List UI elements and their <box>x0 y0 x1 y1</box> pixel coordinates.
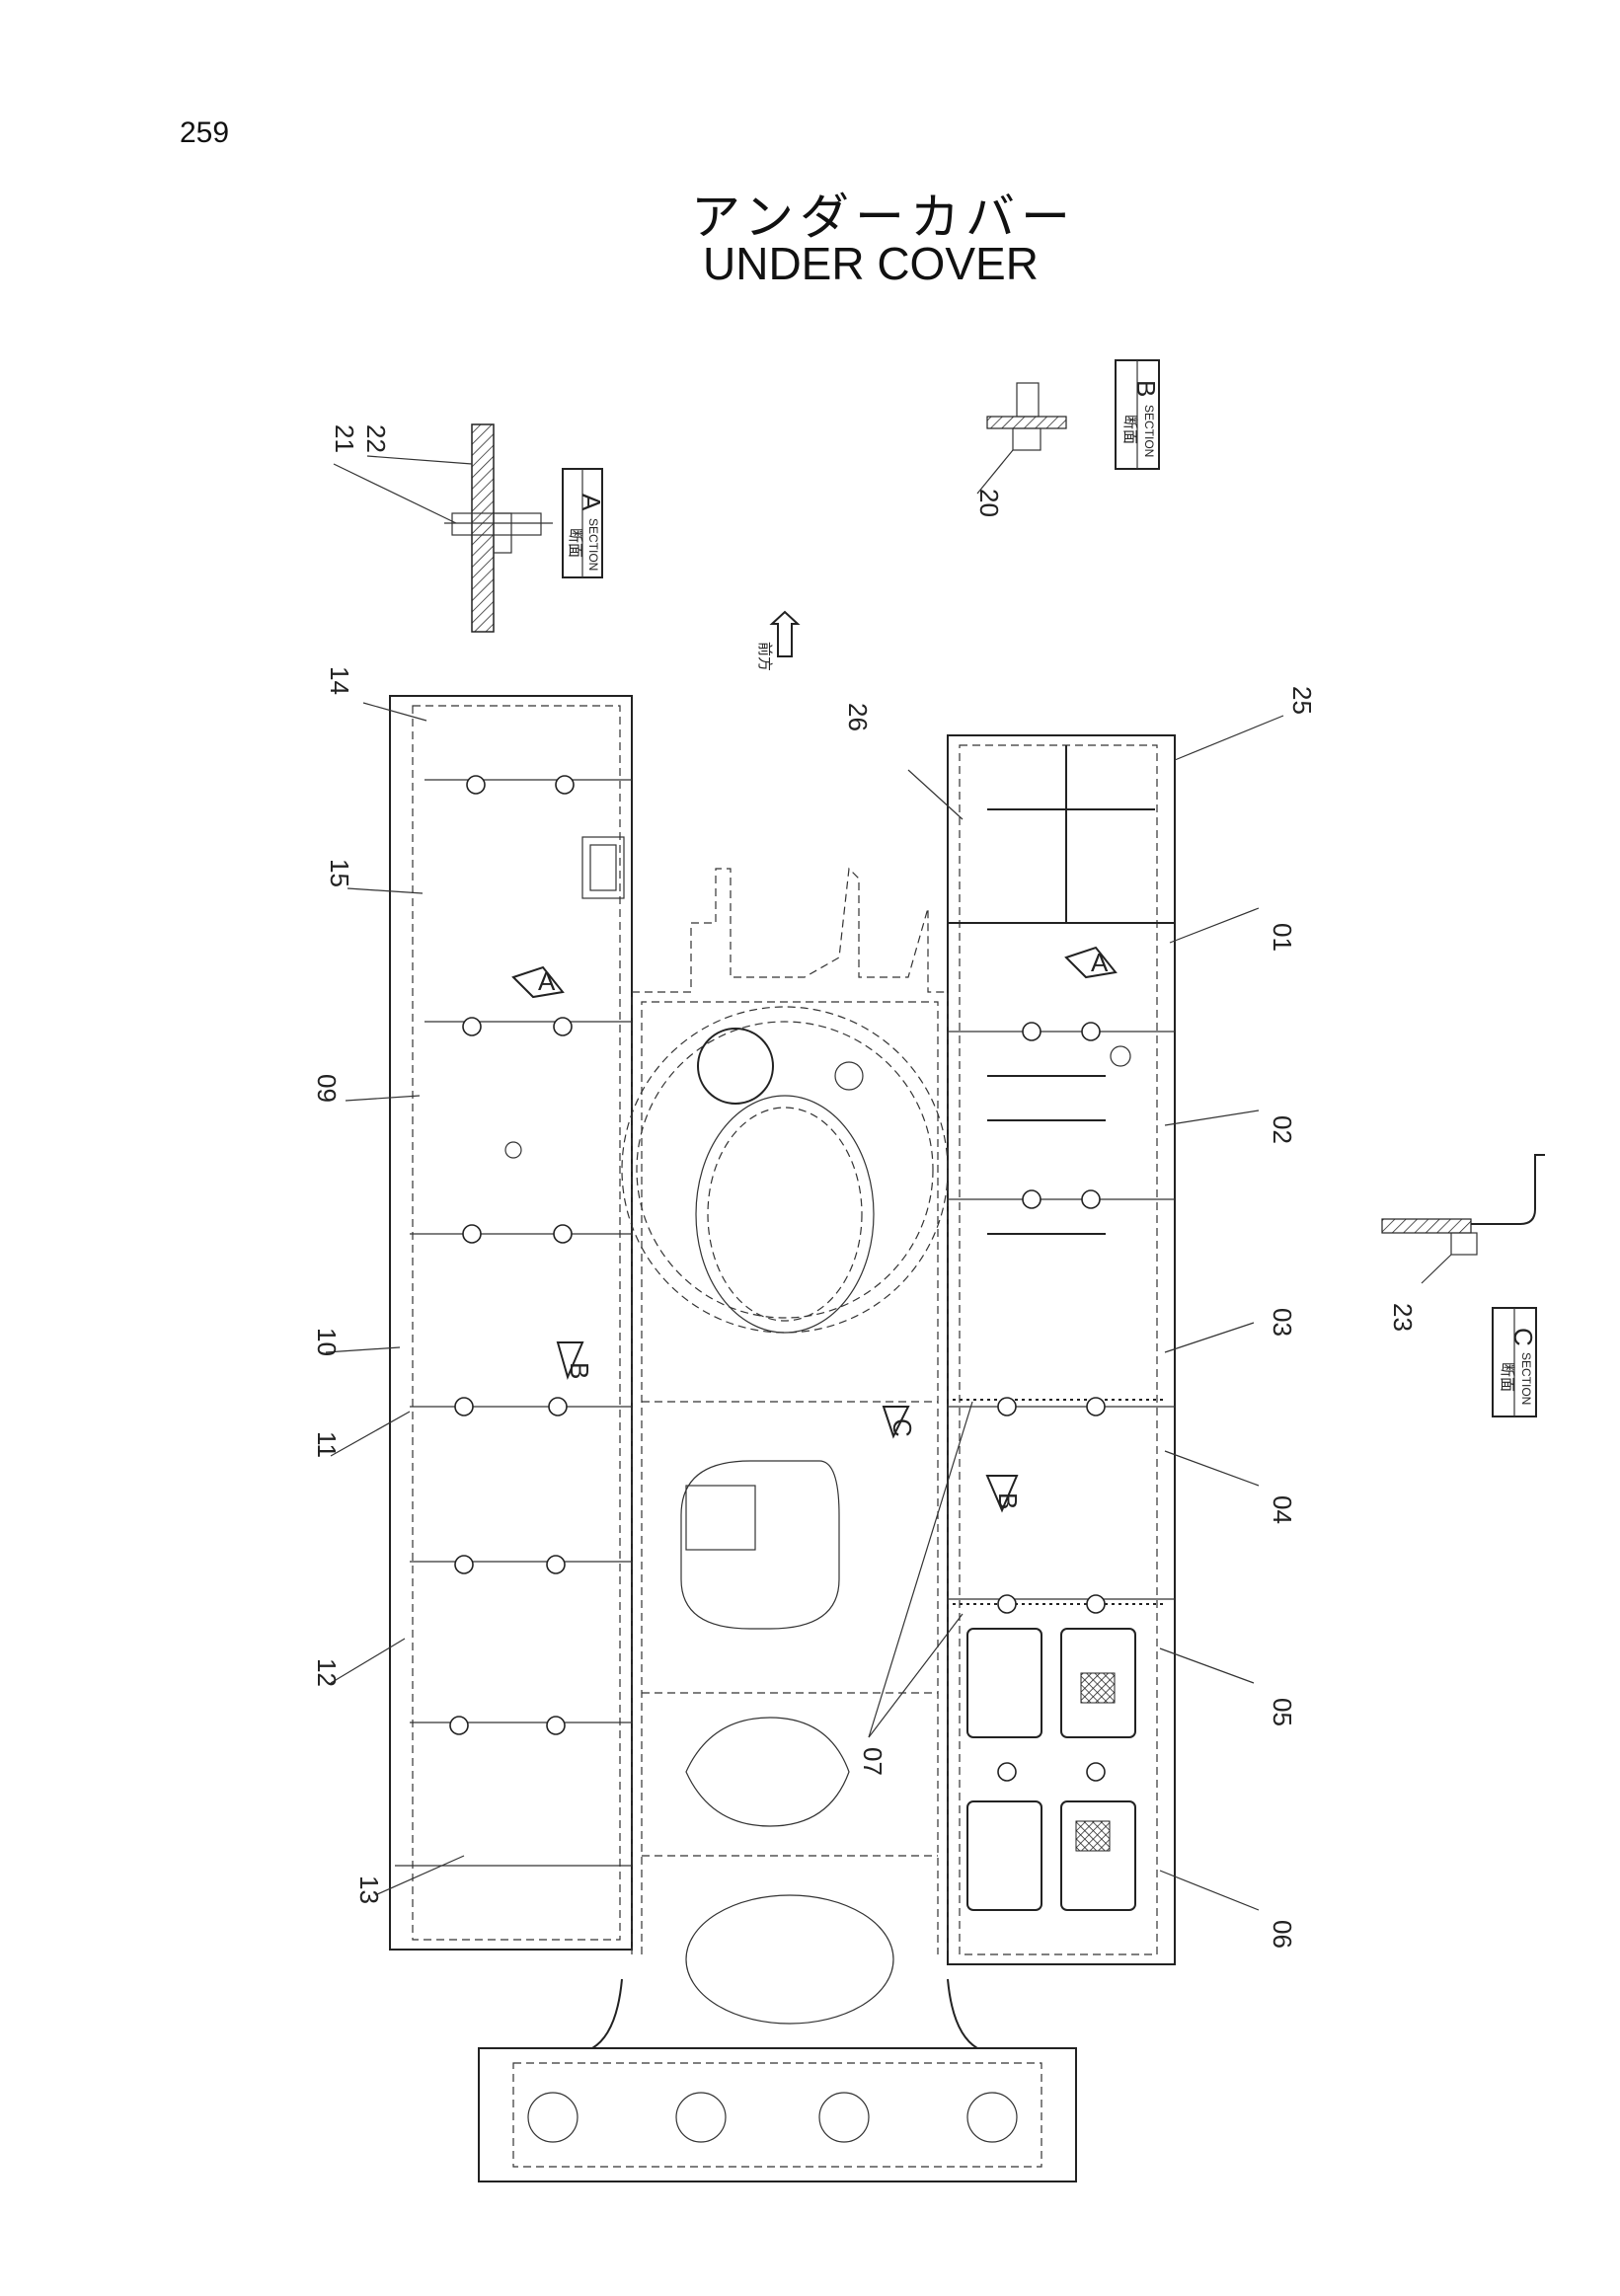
section-arrow-label-b-right: B <box>993 1492 1023 1509</box>
bolt-markers <box>449 775 1106 1782</box>
section-a-en: SECTION <box>586 518 600 571</box>
right-cover-strip <box>947 734 1176 1965</box>
part-label-07: 07 <box>858 1747 887 1776</box>
section-c-jp: 断面 <box>1499 1362 1516 1392</box>
section-label-c: C 断面 SECTION <box>1499 1328 1538 1405</box>
section-arrow-label-a-right: A <box>1091 948 1109 977</box>
section-b-en: SECTION <box>1142 405 1156 457</box>
part-label-20: 20 <box>974 489 1004 517</box>
page-number: 259 <box>180 116 230 149</box>
part-label-10: 10 <box>312 1328 342 1356</box>
part-label-06: 06 <box>1268 1920 1297 1949</box>
part-label-26: 26 <box>843 703 873 731</box>
section-b-letter: B <box>1131 380 1161 397</box>
section-arrow-label-b-left: B <box>565 1362 594 1379</box>
part-label-14: 14 <box>325 666 354 695</box>
section-a-letter: A <box>577 494 606 511</box>
part-label-11: 11 <box>312 1431 342 1458</box>
part-label-23: 23 <box>1388 1303 1418 1332</box>
part-label-04: 04 <box>1268 1495 1297 1524</box>
section-b-detail <box>976 359 1160 495</box>
part-label-15: 15 <box>325 859 354 887</box>
part-label-22: 22 <box>361 424 391 453</box>
section-arrow-label-a-left: A <box>538 966 556 996</box>
center-frame <box>621 867 949 2025</box>
leader-lines <box>325 702 1284 1911</box>
part-label-13: 13 <box>354 1875 384 1904</box>
section-c-en: SECTION <box>1519 1352 1533 1405</box>
section-a-jp: 断面 <box>567 528 584 558</box>
part-label-12: 12 <box>312 1658 342 1687</box>
section-b-jp: 断面 <box>1121 415 1139 444</box>
part-label-01: 01 <box>1268 923 1297 952</box>
title-english: UNDER COVER <box>703 238 1039 289</box>
section-arrows: A A B B C <box>511 946 1118 1513</box>
part-label-09: 09 <box>312 1074 342 1103</box>
part-label-05: 05 <box>1268 1698 1297 1726</box>
part-label-02: 02 <box>1268 1115 1297 1144</box>
section-label-a: A 断面 SECTION <box>567 494 606 571</box>
section-label-b: B 断面 SECTION <box>1121 380 1161 457</box>
part-label-25: 25 <box>1287 686 1317 715</box>
left-cover-strip <box>389 695 633 1951</box>
title-japanese: アンダーカバー <box>691 189 1076 246</box>
section-arrow-label-c: C <box>887 1418 917 1437</box>
part-label-03: 03 <box>1268 1308 1297 1337</box>
section-c-detail <box>1381 1154 1545 1417</box>
rear-frame <box>478 1978 1077 2182</box>
front-mark-text: 前方 <box>756 642 774 671</box>
part-label-21: 21 <box>330 424 359 453</box>
section-c-letter: C <box>1508 1328 1538 1346</box>
part-labels: 01 02 03 04 05 06 07 09 10 11 12 13 14 1… <box>312 424 1418 1949</box>
front-direction-mark: 前方 <box>756 610 801 671</box>
section-a-detail <box>333 423 603 633</box>
